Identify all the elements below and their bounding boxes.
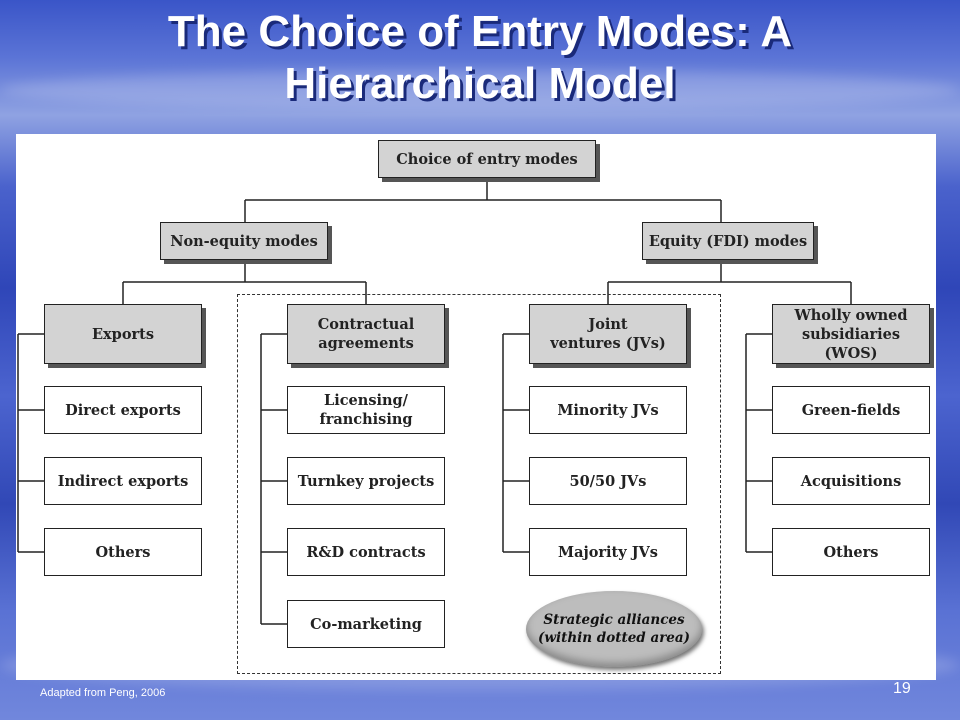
licensing-franchising-node: Licensing/ franchising — [287, 386, 445, 434]
title-line-2: Hierarchical Model — [284, 59, 676, 108]
majority-jvs-node: Majority JVs — [529, 528, 687, 576]
source-citation: Adapted from Peng, 2006 — [40, 687, 166, 699]
wholly-owned-subsidiaries-node: Wholly owned subsidiaries (WOS) — [772, 304, 930, 364]
connector-lines — [17, 178, 852, 625]
page-number: 19 — [893, 680, 911, 697]
strategic-alliance-area — [237, 294, 721, 674]
green-fields-node: Green-fields — [772, 386, 930, 434]
root-node: Choice of entry modes — [378, 140, 596, 178]
direct-exports-node: Direct exports — [44, 386, 202, 434]
turnkey-projects-node: Turnkey projects — [287, 457, 445, 505]
rd-contracts-node: R&D contracts — [287, 528, 445, 576]
wos-others-node: Others — [772, 528, 930, 576]
contractual-agreements-node: Contractual agreements — [287, 304, 445, 364]
acquisitions-node: Acquisitions — [772, 457, 930, 505]
exports-others-node: Others — [44, 528, 202, 576]
diagram-panel: Choice of entry modes Non-equity modes E… — [16, 134, 936, 680]
co-marketing-node: Co-marketing — [287, 600, 445, 648]
slide-title: The Choice of Entry Modes: A Hierarchica… — [0, 6, 960, 110]
strategic-alliances-note: Strategic alliances (within dotted area) — [526, 591, 702, 667]
joint-ventures-node: Joint ventures (JVs) — [529, 304, 687, 364]
non-equity-node: Non-equity modes — [160, 222, 328, 260]
minority-jvs-node: Minority JVs — [529, 386, 687, 434]
equity-node: Equity (FDI) modes — [642, 222, 814, 260]
indirect-exports-node: Indirect exports — [44, 457, 202, 505]
fifty-fifty-jvs-node: 50/50 JVs — [529, 457, 687, 505]
background-wave — [0, 70, 960, 110]
title-line-1: The Choice of Entry Modes: A — [167, 7, 793, 56]
exports-node: Exports — [44, 304, 202, 364]
